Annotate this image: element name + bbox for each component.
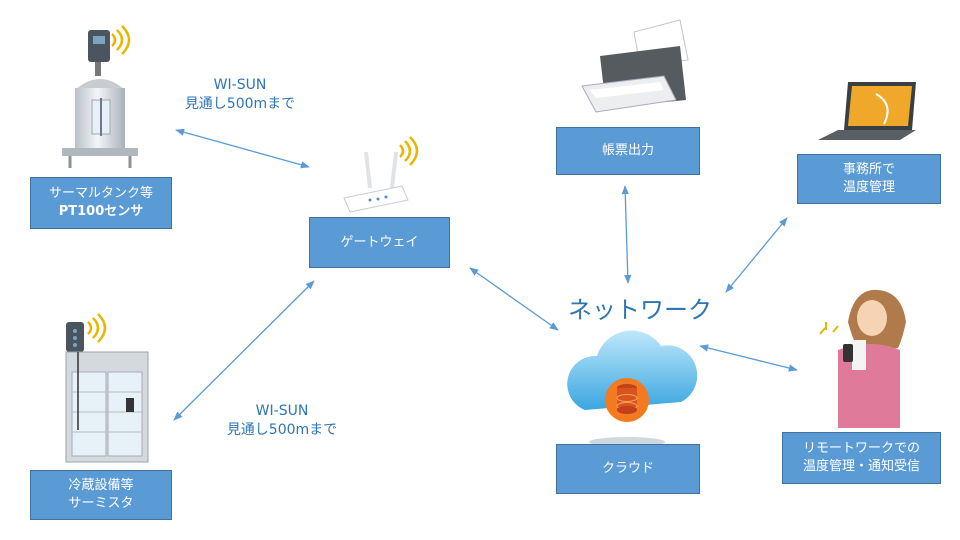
wisun-note-bottom: WI-SUN 見通し500mまで (212, 402, 352, 440)
node-tank-line2: PT100センサ (58, 204, 144, 219)
node-printer-line1: 帳票出力 (601, 143, 654, 158)
printer-illustration (581, 19, 689, 113)
node-tank-line1: サーマルタンク等 (48, 186, 153, 201)
node-fridge-line1: 冷蔵設備等 (68, 478, 134, 493)
arrow-remote-cloud (699, 344, 798, 372)
node-printer: 帳票出力 (556, 127, 700, 175)
node-fridge-line2: サーミスタ (68, 496, 134, 511)
node-fridge: 冷蔵設備等 サーミスタ (30, 470, 172, 520)
connector-arrows (173, 128, 798, 421)
wisun-note-top-line2: 見通し500mまで (184, 96, 296, 112)
arrow-office-network (725, 217, 788, 293)
laptop-illustration (818, 82, 916, 140)
node-remote-line1: リモートワークでの (802, 441, 920, 456)
node-remote-line2: 温度管理・通知受信 (802, 459, 920, 474)
arrow-tank-gateway (175, 128, 310, 169)
node-gateway-line1: ゲートウェイ (340, 234, 419, 250)
node-remote: リモートワークでの 温度管理・通知受信 (782, 432, 941, 484)
router-illustration (343, 136, 419, 213)
network-label: ネットワーク (568, 296, 712, 324)
arrow-gateway-network (469, 267, 559, 331)
cloud-illustration (567, 330, 698, 447)
arrow-printer-network (621, 185, 632, 284)
wisun-note-top-line1: WI-SUN (213, 77, 267, 93)
node-office-line1: 事務所で (842, 162, 895, 177)
remote-worker-illustration (819, 289, 906, 428)
node-gateway: ゲートウェイ (309, 217, 450, 268)
wisun-note-bottom-line1: WI-SUN (255, 403, 309, 419)
node-tank: サーマルタンク等 PT100センサ (30, 177, 172, 229)
refrigerator-illustration (65, 313, 149, 463)
node-office: 事務所で 温度管理 (797, 154, 941, 204)
node-cloud: クラウド (556, 444, 700, 494)
node-office-line2: 温度管理 (842, 180, 895, 195)
wisun-note-top: WI-SUN 見通し500mまで (170, 76, 310, 114)
thermal-tank-illustration (62, 25, 138, 168)
arrow-fridge-gateway (173, 280, 315, 421)
wisun-note-bottom-line2: 見通し500mまで (226, 422, 338, 438)
node-cloud-line1: クラウド (601, 461, 654, 476)
